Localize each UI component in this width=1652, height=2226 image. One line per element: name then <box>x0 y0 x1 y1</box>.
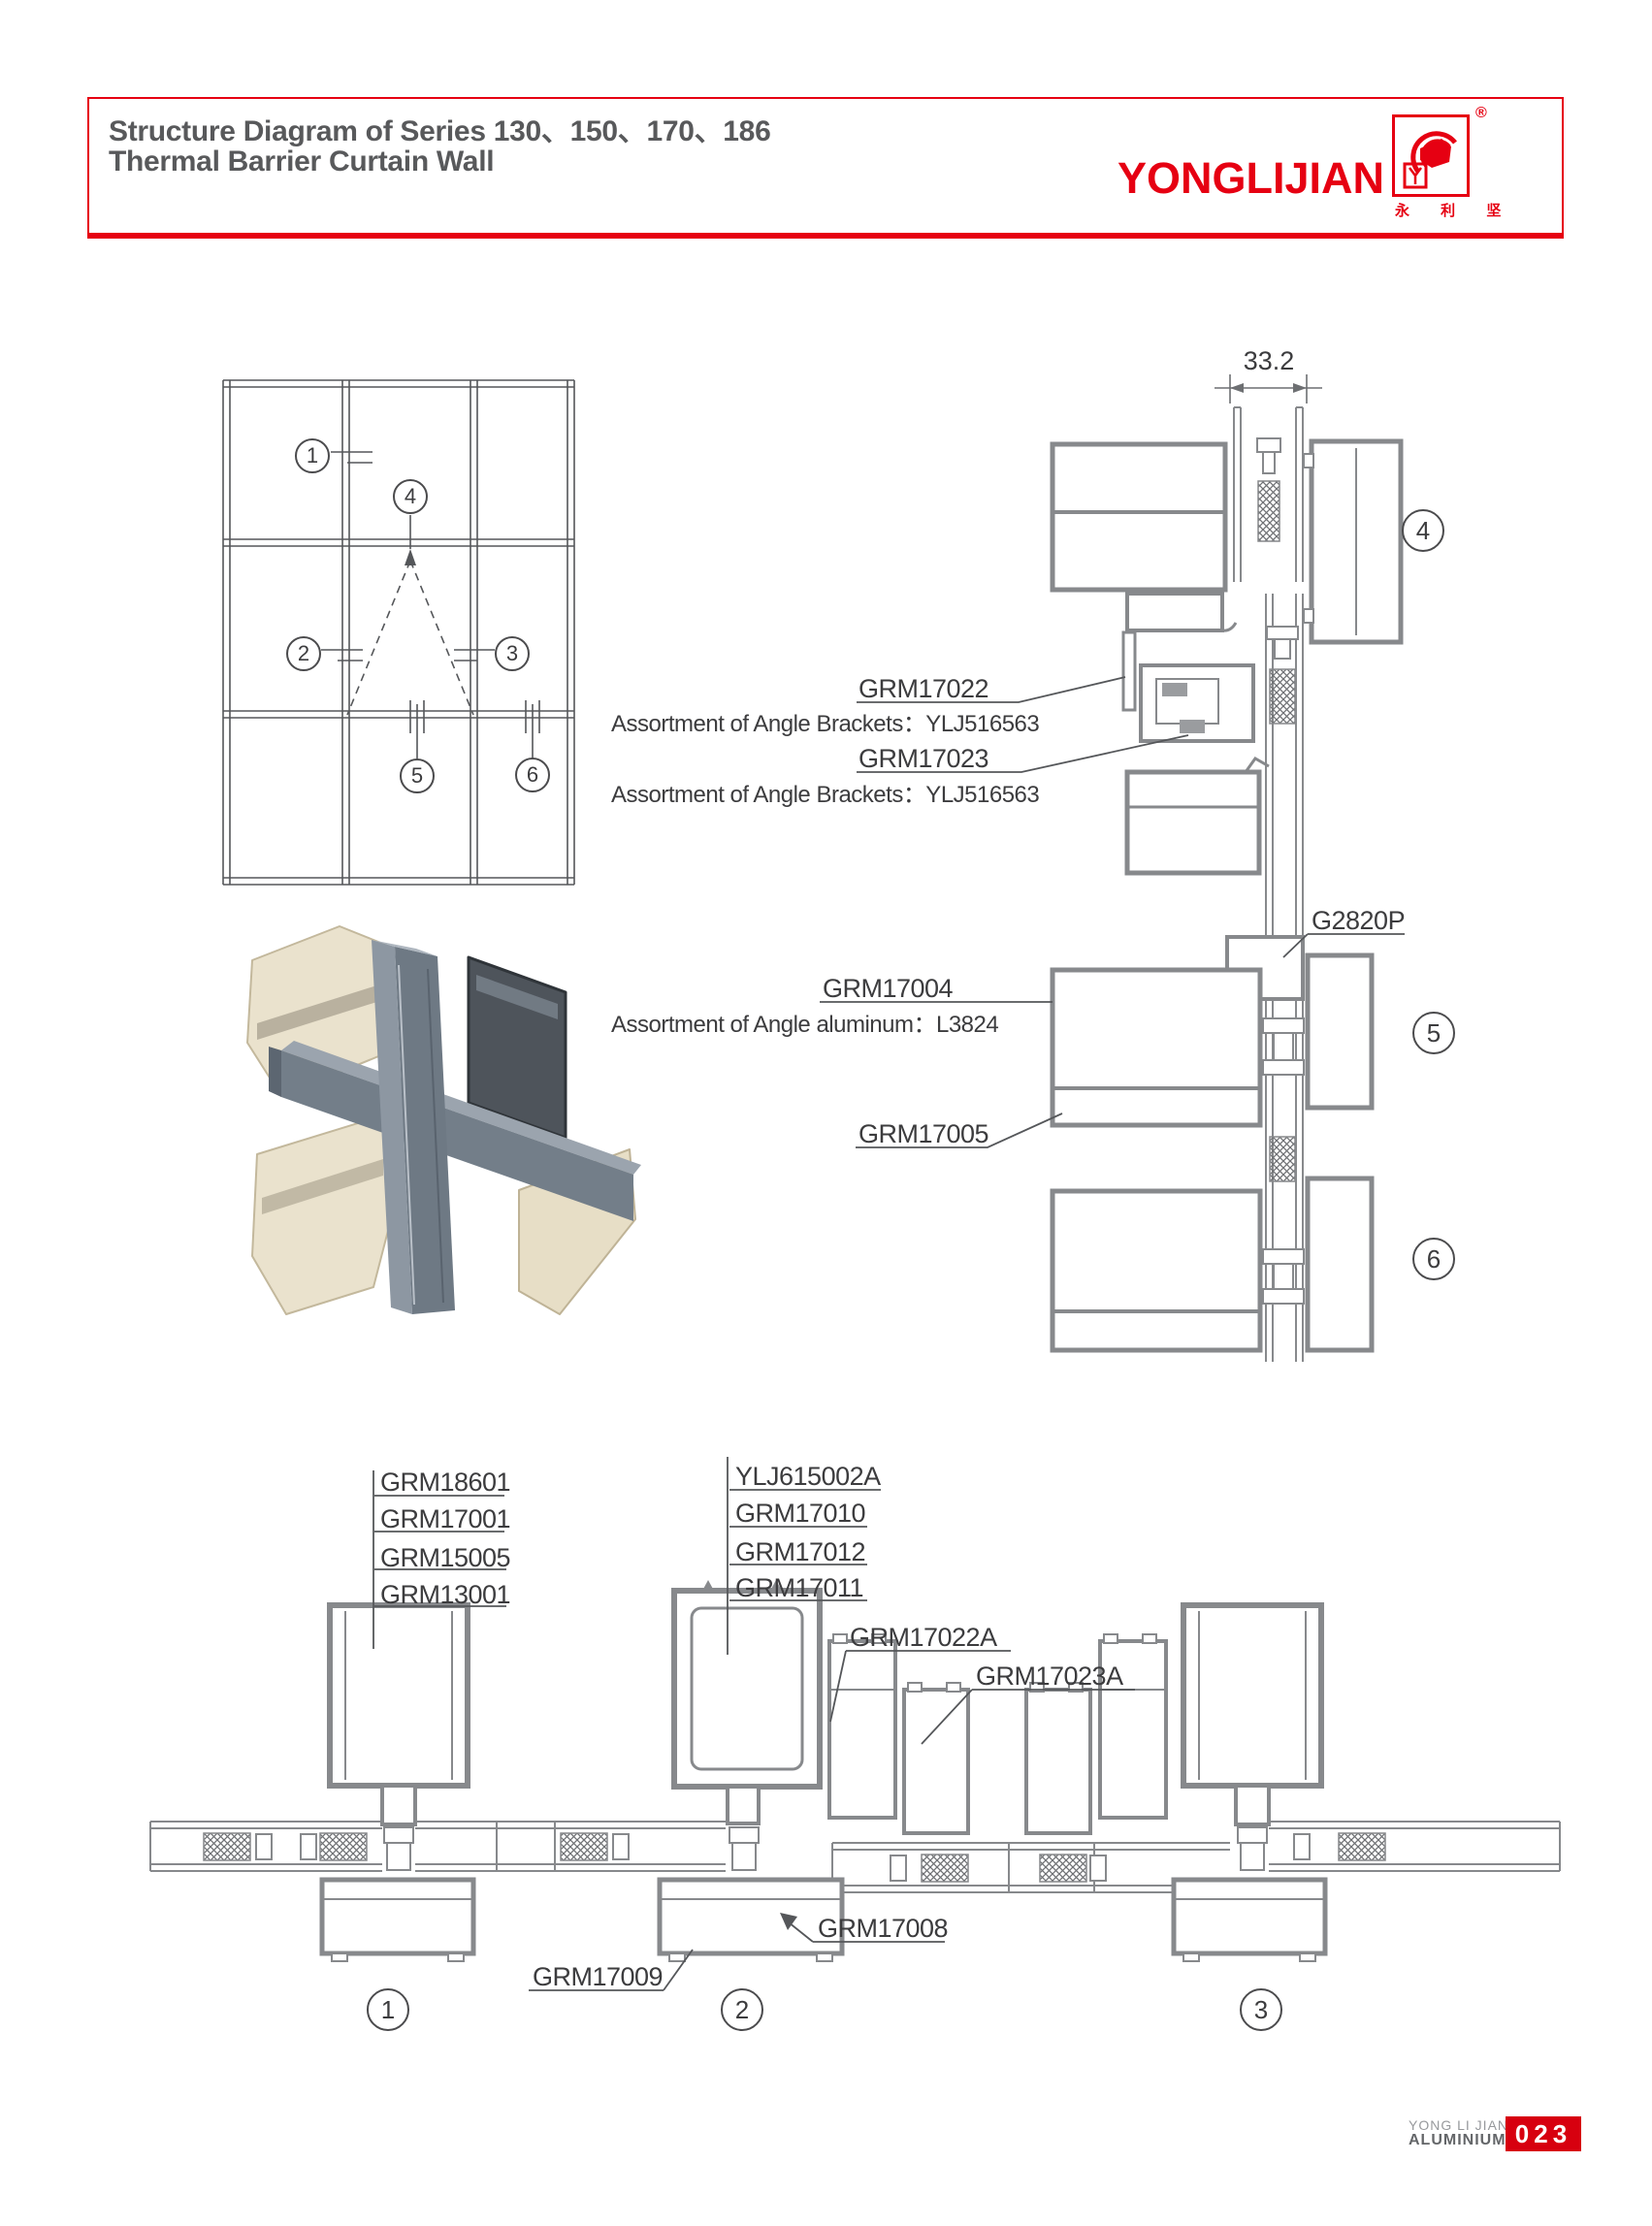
bottom-cross-sections <box>149 1457 1561 1991</box>
label-ylj615002a: YLJ615002A <box>735 1462 881 1491</box>
label-grm17022a: GRM17022A <box>850 1623 997 1652</box>
glass-line-mid <box>1265 1133 1304 1191</box>
label-grm17023a: GRM17023A <box>976 1661 1123 1691</box>
label-grm17004: GRM17004 <box>823 974 954 1003</box>
glass-line-upper <box>1265 594 1304 955</box>
label-g2820p: G2820P <box>1312 906 1406 935</box>
detail-callout-4: 4 <box>1402 509 1444 552</box>
detail-callout-1: 1 <box>367 1988 409 2031</box>
label-grm15005: GRM15005 <box>380 1543 511 1572</box>
bottom-detail-3-drawing <box>1008 1602 1561 1962</box>
bottom-detail-2-drawing <box>496 1580 1095 1962</box>
detail-callout-5: 5 <box>1412 1012 1455 1054</box>
detail-6-drawing <box>1050 1176 1375 1362</box>
label-grm17008: GRM17008 <box>818 1914 949 1943</box>
dimension-33-2: 33.2 <box>1243 346 1295 375</box>
bottom-detail-1-drawing <box>149 1602 556 1962</box>
sash-frame-top-drawing <box>1121 592 1255 743</box>
footer-brand-line2: ALUMINIUM <box>1409 2132 1506 2148</box>
brand-wordmark: YONGLIJIAN <box>1118 153 1385 203</box>
detail-callout-6: 6 <box>1412 1238 1455 1280</box>
brand-logo-icon <box>1403 131 1457 189</box>
render-3d <box>246 925 641 1315</box>
right-cross-sections <box>820 374 1405 1362</box>
detail-4-drawing <box>1050 374 1404 645</box>
label-assortment-brackets-1: Assortment of Angle Brackets：YLJ516563 <box>611 711 1040 737</box>
right-leader-lines <box>820 676 1405 1148</box>
label-grm17009: GRM17009 <box>533 1962 664 1991</box>
label-grm17011: GRM17011 <box>735 1573 864 1602</box>
brand-chinese: 永 利 坚 <box>1395 203 1515 219</box>
label-grm17001: GRM17001 <box>380 1504 511 1533</box>
footer-brand-line1: YONG LI JIAN <box>1409 2117 1509 2133</box>
label-grm17022: GRM17022 <box>858 674 989 703</box>
header-box <box>87 97 1564 239</box>
label-grm13001: GRM13001 <box>380 1580 511 1609</box>
label-assortment-aluminum: Assortment of Angle aluminum：L3824 <box>611 1012 999 1038</box>
bottom-leader-lines <box>373 1457 1135 1991</box>
brand-logo <box>1392 114 1470 197</box>
detail-callout-2: 2 <box>721 1988 763 2031</box>
elevation-callout-3: 3 <box>495 636 530 671</box>
label-assortment-brackets-2: Assortment of Angle Brackets：YLJ516563 <box>611 782 1040 808</box>
elevation-callout-6: 6 <box>515 758 550 792</box>
label-grm17023: GRM17023 <box>858 744 989 773</box>
registered-mark-icon: ® <box>1475 105 1487 121</box>
elevation-callout-1: 1 <box>295 438 330 473</box>
sash-frame-bottom-drawing <box>1124 757 1270 876</box>
detail-5-drawing <box>1050 935 1375 1133</box>
page-title-line2: Thermal Barrier Curtain Wall <box>109 145 495 177</box>
elevation-callout-5: 5 <box>400 758 435 793</box>
page-number-badge: 023 <box>1506 2116 1581 2151</box>
label-grm17005: GRM17005 <box>858 1119 989 1148</box>
elevation-diagram <box>222 379 575 886</box>
label-grm17012: GRM17012 <box>735 1537 866 1566</box>
detail-callout-3: 3 <box>1240 1988 1282 2031</box>
elevation-callout-4: 4 <box>393 479 428 514</box>
page-title-line1: Structure Diagram of Series 130、150、170、… <box>109 115 771 147</box>
label-grm17010: GRM17010 <box>735 1499 866 1528</box>
elevation-callout-2: 2 <box>286 636 321 671</box>
label-grm18601: GRM18601 <box>380 1468 511 1497</box>
